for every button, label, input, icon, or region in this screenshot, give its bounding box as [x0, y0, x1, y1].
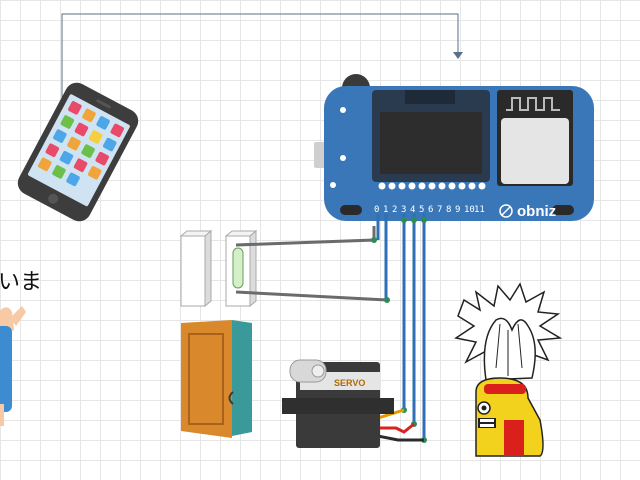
reed-wire-bottom: [235, 290, 388, 302]
pin-label-11: 11: [474, 205, 485, 215]
pin-label-10: 10: [464, 205, 475, 215]
pin-label-9: 9: [455, 205, 460, 215]
pin-label-7: 7: [437, 205, 442, 215]
pin-label-8: 8: [446, 205, 451, 215]
reed-switch-icon: [224, 229, 258, 308]
pin-label-6: 6: [428, 205, 433, 215]
servo-motor-icon: SERVO: [282, 359, 394, 448]
pin-label-0: 0: [374, 205, 379, 215]
reed-wire-top: [235, 226, 376, 247]
pin-label-4: 4: [410, 205, 415, 215]
clap-hands-icon: [454, 282, 563, 381]
servo-label: SERVO: [334, 378, 365, 388]
connection-arrowhead: [453, 52, 463, 59]
door-icon: [181, 320, 252, 438]
pin-label-3: 3: [401, 205, 406, 215]
magnet-block: [179, 229, 213, 308]
pin-label-2: 2: [392, 205, 397, 215]
toy-figure-icon: [475, 377, 544, 457]
person-speech-text: いま: [0, 270, 43, 295]
board-brand-text: obniz: [517, 203, 556, 220]
pin-wires: [376, 214, 426, 440]
person-icon: [0, 306, 26, 426]
pin-label-1: 1: [383, 205, 388, 215]
connection-line: [61, 13, 459, 100]
pin-label-5: 5: [419, 205, 424, 215]
smartphone-icon: [17, 82, 139, 222]
